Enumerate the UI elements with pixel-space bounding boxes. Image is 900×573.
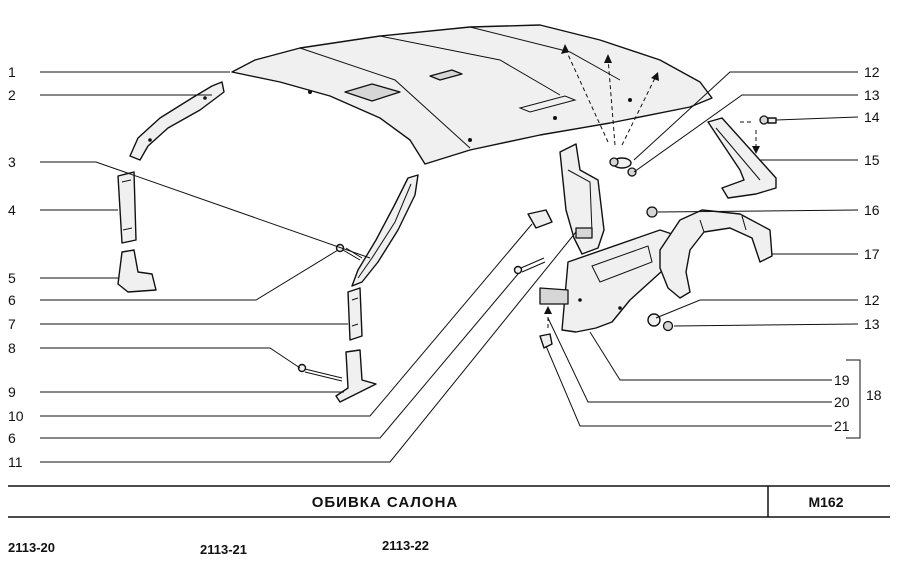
callout-8: 8 <box>8 340 16 356</box>
b-pillar-upper-left <box>117 171 137 244</box>
fasteners <box>609 115 777 332</box>
direction-arrows <box>544 44 760 330</box>
callout-10: 10 <box>8 408 24 424</box>
callout-20: 20 <box>834 394 850 410</box>
callouts-right: 12 13 14 15 16 17 12 13 19 20 21 18 <box>834 64 882 434</box>
callout-2: 2 <box>8 87 16 103</box>
callout-9: 9 <box>8 384 16 400</box>
callout-13-lower: 13 <box>864 316 880 332</box>
callout-12-lower: 12 <box>864 292 880 308</box>
callout-1: 1 <box>8 64 16 80</box>
model-code-1: 2113-20 <box>8 540 55 555</box>
a-pillar-trim-right <box>351 174 419 287</box>
screw-6-lower <box>513 257 546 275</box>
callout-17: 17 <box>864 246 880 262</box>
callout-11: 11 <box>8 454 23 470</box>
screw-8 <box>297 363 343 382</box>
screw-6-upper <box>335 243 363 261</box>
c-pillar-trim <box>559 143 605 255</box>
wheel-arch-liner <box>659 209 773 299</box>
callout-14: 14 <box>864 109 880 125</box>
title-block: ОБИВКА САЛОНА M162 <box>8 485 890 518</box>
page-code: M162 <box>808 494 843 510</box>
callouts-left: 1 2 3 4 5 6 7 8 9 10 6 11 <box>8 64 24 470</box>
page-title: ОБИВКА САЛОНА <box>312 494 459 511</box>
center-pillar-upper <box>347 287 363 341</box>
a-pillar-trim-left <box>129 81 225 161</box>
model-code-2: 2113-21 <box>200 542 247 557</box>
callout-6-lower: 6 <box>8 430 16 446</box>
callout-15: 15 <box>864 152 880 168</box>
callout-13-upper: 13 <box>864 87 880 103</box>
callout-12-upper: 12 <box>864 64 880 80</box>
callout-7: 7 <box>8 316 16 332</box>
callout-16: 16 <box>864 202 880 218</box>
callout-18-group: 18 <box>866 387 882 403</box>
headliner-roof <box>231 24 713 165</box>
callout-3: 3 <box>8 154 16 170</box>
center-pillar-lower <box>335 349 377 403</box>
clip-21 <box>539 333 553 349</box>
rear-side-panel <box>539 229 673 333</box>
model-codes: 2113-20 2113-21 2113-22 <box>8 538 429 557</box>
b-pillar-lower-left <box>117 249 157 293</box>
callout-4: 4 <box>8 202 16 218</box>
callout-5: 5 <box>8 270 16 286</box>
model-code-3: 2113-22 <box>382 538 429 553</box>
callout-19: 19 <box>834 372 850 388</box>
quarter-trim-15 <box>707 117 777 199</box>
leader-lines <box>40 71 861 463</box>
callout-21: 21 <box>834 418 850 434</box>
callout-6-upper: 6 <box>8 292 16 308</box>
clip-10 <box>527 209 553 229</box>
